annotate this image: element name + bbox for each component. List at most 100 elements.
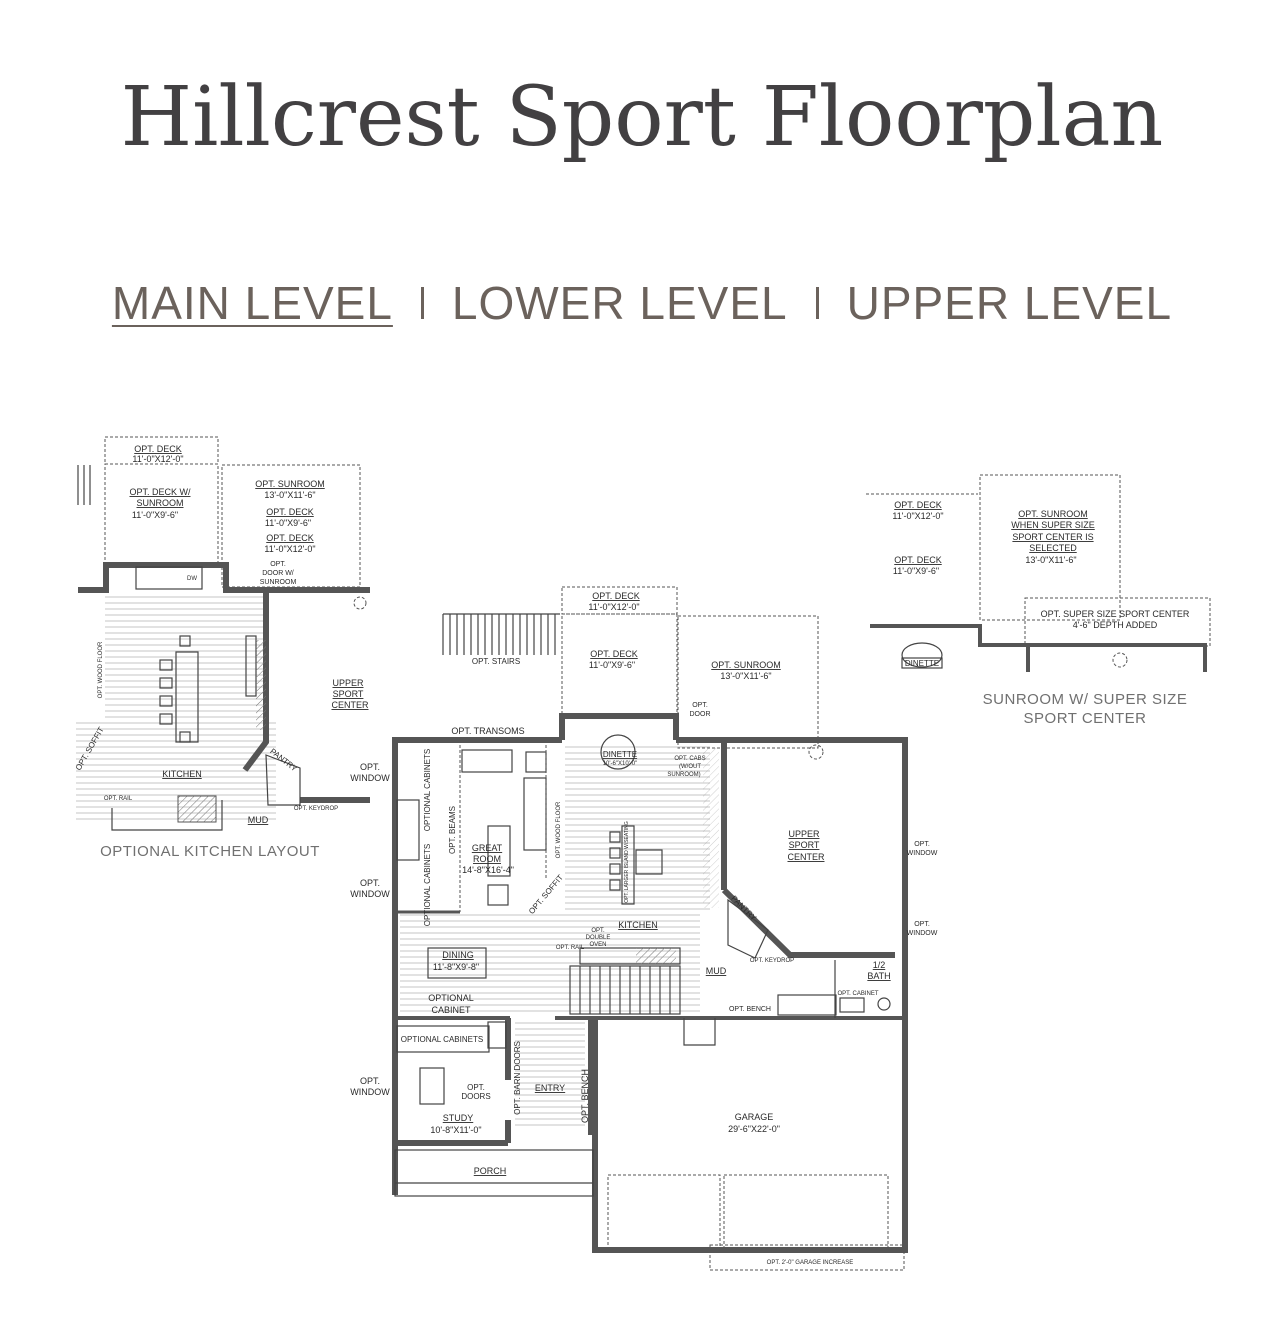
svg-text:SPORT: SPORT: [333, 689, 364, 699]
svg-text:13'-0"X11'-6": 13'-0"X11'-6": [720, 671, 771, 681]
svg-text:OPT. DECK: OPT. DECK: [266, 533, 314, 543]
svg-text:OPT. 2'-0" GARAGE INCREASE: OPT. 2'-0" GARAGE INCREASE: [767, 1260, 854, 1266]
svg-text:OPT. TRANSOMS: OPT. TRANSOMS: [451, 726, 524, 736]
svg-text:OPT. RAIL: OPT. RAIL: [556, 945, 585, 951]
svg-text:OPT.: OPT.: [270, 561, 286, 568]
svg-text:DOUBLE: DOUBLE: [586, 935, 611, 941]
svg-text:OPT. BEAMS: OPT. BEAMS: [448, 806, 457, 854]
svg-text:13'-0"X11'-6": 13'-0"X11'-6": [264, 490, 315, 500]
svg-text:OPTIONAL CABINETS: OPTIONAL CABINETS: [423, 749, 432, 831]
svg-text:OPT. CABINET: OPT. CABINET: [837, 991, 878, 997]
svg-text:OPTIONAL CABINETS: OPTIONAL CABINETS: [423, 844, 432, 926]
svg-text:OPT. WOOD FLOOR: OPT. WOOD FLOOR: [556, 801, 562, 858]
svg-text:11'-0"X9'-6": 11'-0"X9'-6": [589, 660, 635, 670]
svg-text:CENTER: CENTER: [331, 700, 369, 710]
svg-text:PANTRY: PANTRY: [729, 894, 758, 923]
svg-text:OPT.: OPT.: [914, 921, 930, 928]
svg-text:BATH: BATH: [867, 971, 890, 981]
svg-text:OPTIONAL: OPTIONAL: [428, 993, 474, 1003]
svg-text:OPT. DECK: OPT. DECK: [592, 591, 640, 601]
svg-text:UPPER: UPPER: [788, 829, 820, 839]
svg-text:SPORT CENTER IS: SPORT CENTER IS: [1012, 532, 1093, 542]
svg-text:SUNROOM W/ SUPER SIZE: SUNROOM W/ SUPER SIZE: [983, 691, 1188, 708]
svg-text:KITCHEN: KITCHEN: [618, 920, 658, 930]
svg-text:10'-8"X11'-0": 10'-8"X11'-0": [430, 1125, 481, 1135]
svg-text:11'-0"X12'-0": 11'-0"X12'-0": [264, 544, 315, 554]
svg-text:DOOR W/: DOOR W/: [262, 570, 294, 577]
svg-text:GREAT: GREAT: [472, 843, 503, 853]
svg-text:29'-6"X22'-0": 29'-6"X22'-0": [728, 1124, 780, 1134]
svg-text:MUD: MUD: [706, 966, 727, 976]
svg-text:OPT. BENCH: OPT. BENCH: [729, 1006, 771, 1013]
svg-text:KITCHEN: KITCHEN: [162, 769, 202, 779]
svg-text:OPT.: OPT.: [692, 702, 708, 709]
svg-text:OPT.: OPT.: [467, 1083, 485, 1092]
tab-lower-level[interactable]: LOWER LEVEL: [451, 277, 788, 329]
svg-text:OPT. DECK W/: OPT. DECK W/: [129, 487, 191, 497]
svg-text:GARAGE: GARAGE: [735, 1112, 774, 1122]
sunroom-super-size-inset: OPT. DECK 11'-0"X12'-0" OPT. DECK 11'-0"…: [866, 474, 1211, 727]
svg-text:OPT. STAIRS: OPT. STAIRS: [472, 657, 520, 666]
svg-text:(W/OUT: (W/OUT: [679, 764, 701, 770]
svg-text:OPT.: OPT.: [914, 841, 930, 848]
svg-text:WINDOW: WINDOW: [350, 1087, 390, 1097]
main-level-plan: OPT. DECK 11'-0"X12'-0" OPT. DECK 11'-0"…: [350, 586, 938, 1271]
svg-text:SUNROOM): SUNROOM): [667, 772, 700, 778]
svg-text:DOORS: DOORS: [461, 1092, 490, 1101]
svg-text:11'-0"X12'-0": 11'-0"X12'-0": [892, 511, 943, 521]
svg-text:OPT. SUPER SIZE SPORT CENTER: OPT. SUPER SIZE SPORT CENTER: [1041, 609, 1190, 619]
svg-text:SUNROOM: SUNROOM: [260, 579, 297, 586]
svg-text:DINETTE: DINETTE: [905, 659, 939, 668]
optional-kitchen-layout: OPT. DECK 11'-0"X12'-0" OPT. DECK W/ SUN…: [74, 436, 370, 860]
svg-text:PORCH: PORCH: [474, 1166, 507, 1176]
svg-text:11'-0"X9'-6": 11'-0"X9'-6": [132, 510, 178, 520]
svg-text:DINETTE: DINETTE: [603, 750, 637, 759]
svg-text:OPT.: OPT.: [360, 878, 380, 888]
svg-text:DW: DW: [187, 576, 197, 582]
svg-text:OPT. SUNROOM: OPT. SUNROOM: [1018, 509, 1088, 519]
svg-text:UPPER: UPPER: [332, 678, 364, 688]
svg-text:OPT. DECK: OPT. DECK: [894, 500, 942, 510]
svg-text:STUDY: STUDY: [443, 1113, 474, 1123]
svg-text:OPT. SOFFIT: OPT. SOFFIT: [527, 873, 565, 916]
svg-text:OPT. BARN DOORS: OPT. BARN DOORS: [513, 1041, 522, 1115]
svg-text:OPT. SUNROOM: OPT. SUNROOM: [711, 660, 781, 670]
tab-main-level[interactable]: MAIN LEVEL: [111, 277, 393, 329]
svg-text:OPTIONAL CABINETS: OPTIONAL CABINETS: [401, 1035, 483, 1044]
svg-text:11'-0"X12'-0": 11'-0"X12'-0": [132, 454, 183, 464]
svg-text:WINDOW: WINDOW: [907, 850, 938, 857]
svg-text:11'-8"X9'-8": 11'-8"X9'-8": [433, 962, 479, 972]
svg-text:OPT.: OPT.: [591, 928, 605, 934]
svg-text:10'-6"X10'-0": 10'-6"X10'-0": [603, 761, 638, 767]
svg-text:SELECTED: SELECTED: [1029, 543, 1077, 553]
svg-text:1/2: 1/2: [873, 960, 886, 970]
svg-text:OPT. SUNROOM: OPT. SUNROOM: [255, 479, 325, 489]
svg-text:OPTIONAL KITCHEN LAYOUT: OPTIONAL KITCHEN LAYOUT: [100, 843, 320, 860]
tab-upper-level[interactable]: UPPER LEVEL: [846, 277, 1173, 329]
tab-separator: [815, 287, 819, 319]
svg-text:OPT. WOOD FLOOR: OPT. WOOD FLOOR: [98, 641, 104, 698]
svg-text:WHEN SUPER SIZE: WHEN SUPER SIZE: [1011, 520, 1095, 530]
svg-text:4'-6" DEPTH ADDED: 4'-6" DEPTH ADDED: [1073, 620, 1158, 630]
svg-text:OPT.: OPT.: [360, 762, 380, 772]
svg-text:OVEN: OVEN: [589, 942, 606, 948]
svg-text:OPT. DECK: OPT. DECK: [590, 649, 638, 659]
svg-text:ENTRY: ENTRY: [535, 1083, 565, 1093]
svg-text:WINDOW: WINDOW: [350, 773, 390, 783]
svg-text:CENTER: CENTER: [787, 852, 825, 862]
svg-text:SPORT CENTER: SPORT CENTER: [1024, 710, 1147, 727]
svg-text:WINDOW: WINDOW: [907, 930, 938, 937]
svg-text:OPT. DECK: OPT. DECK: [134, 444, 182, 454]
svg-text:11'-0"X9'-6": 11'-0"X9'-6": [893, 566, 939, 576]
svg-text:OPT. RAIL: OPT. RAIL: [104, 796, 133, 802]
tab-separator: [420, 287, 424, 319]
svg-text:OPT. CABS: OPT. CABS: [674, 756, 705, 762]
svg-text:SPORT: SPORT: [789, 840, 820, 850]
svg-text:11'-0"X9'-6": 11'-0"X9'-6": [265, 518, 311, 528]
level-tabs: MAIN LEVEL LOWER LEVEL UPPER LEVEL: [0, 276, 1284, 330]
page-title: Hillcrest Sport Floorplan: [120, 70, 1164, 165]
svg-text:MUD: MUD: [248, 815, 269, 825]
svg-text:OPT. BENCH: OPT. BENCH: [580, 1069, 590, 1123]
svg-text:CABINET: CABINET: [431, 1005, 471, 1015]
